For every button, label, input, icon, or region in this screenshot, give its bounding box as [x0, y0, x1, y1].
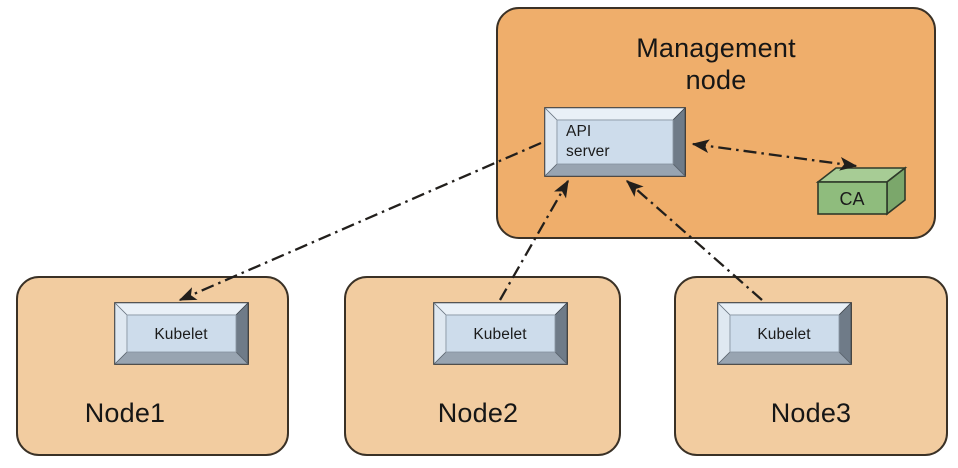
kubelet-bevel-bottom-node-2 [433, 351, 568, 365]
api-server-box[interactable]: API server [544, 107, 686, 177]
worker-node-2-title: Node2 [438, 398, 519, 428]
ca-label: CA [839, 189, 864, 209]
kubelet-box-node-3[interactable]: Kubelet [717, 302, 852, 365]
kubelet-bevel-bottom-node-3 [717, 351, 852, 365]
kubelet-box-node-1[interactable]: Kubelet [114, 302, 249, 365]
worker-node-3-container[interactable]: Node3 Kubelet [674, 276, 948, 456]
kubelet-label-node-3: Kubelet [757, 326, 811, 343]
api-server-label-line2: server [566, 143, 610, 160]
management-node-title-line1: Management [636, 33, 796, 63]
kubelet-bevel-top-node-2 [433, 302, 568, 316]
kubelet-bevel-bottom-node-1 [114, 351, 249, 365]
management-node-title-line2: node [686, 65, 747, 95]
connector-node2-kubelet-to-api-server[interactable] [499, 179, 569, 301]
kubelet-label-node-1: Kubelet [154, 326, 208, 343]
api-server-interior [556, 119, 674, 165]
kubelet-bevel-top-node-3 [717, 302, 852, 316]
kubelet-interior-node-3 [729, 314, 840, 353]
worker-node-1-container[interactable]: Node1 Kubelet [16, 276, 289, 456]
kubelet-box-node-2[interactable]: Kubelet [433, 302, 568, 365]
api-server-bevel-top [544, 107, 686, 121]
worker-node-3-title: Node3 [771, 398, 852, 428]
kubelet-bevel-top-node-1 [114, 302, 249, 316]
kubelet-label-node-2: Kubelet [473, 326, 527, 343]
connector-api-server-to-ca[interactable] [691, 139, 858, 171]
worker-node-2-container[interactable]: Node2 Kubelet [344, 276, 621, 456]
connector-layer [178, 139, 858, 302]
ca-box[interactable]: CA [815, 166, 908, 216]
api-server-label-line1: API [566, 123, 591, 140]
worker-node-1-title: Node1 [85, 398, 166, 428]
connector-api-server-to-node1-kubelet[interactable] [178, 141, 542, 302]
kubelet-interior-node-2 [445, 314, 556, 353]
ca-box-front-face [817, 181, 888, 215]
connector-node3-kubelet-to-api-server[interactable] [625, 180, 763, 301]
kubelet-interior-node-1 [126, 314, 237, 353]
api-server-bevel-bottom [544, 163, 686, 177]
